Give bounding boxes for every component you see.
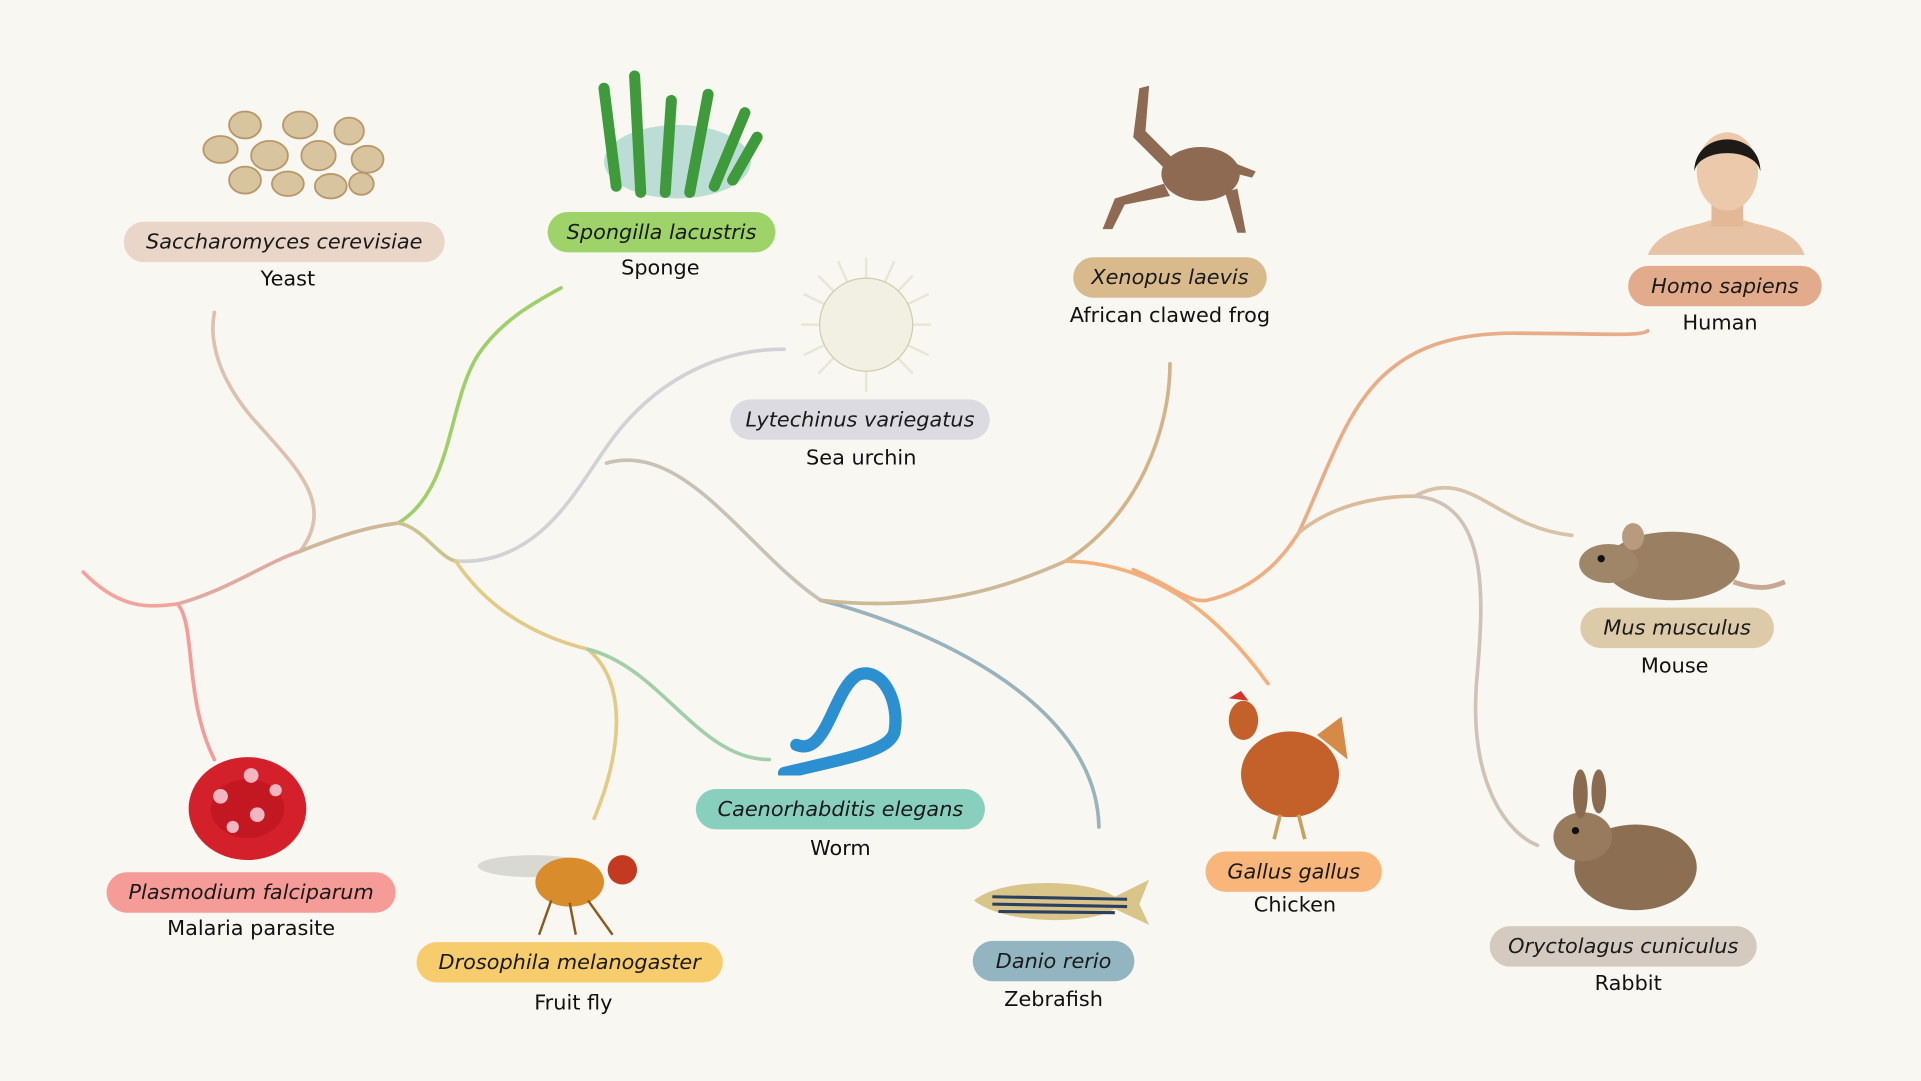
label-sea-urchin-scientific: Lytechinus variegatus: [730, 399, 990, 440]
branch-stem-2: [298, 521, 400, 554]
branch-stem-6: [1131, 531, 1301, 603]
branch-malaria: [175, 602, 217, 762]
label-rabbit-common: Rabbit: [1594, 971, 1662, 997]
label-human-common: Human: [1682, 311, 1758, 336]
label-mouse-scientific: Mus musculus: [1580, 607, 1774, 649]
label-frog-common: African clawed frog: [1069, 303, 1271, 329]
branch-stem-5: [818, 559, 1068, 606]
frog-image: [1102, 85, 1256, 233]
label-sponge-common: Sponge: [621, 256, 700, 281]
label-mouse-common: Mouse: [1640, 654, 1709, 679]
label-malaria-scientific: Plasmodium falciparum: [106, 872, 396, 913]
branch-rabbit: [1413, 494, 1540, 848]
malaria-cell-image: [188, 757, 307, 861]
fruit-fly-image: [477, 855, 638, 936]
label-yeast-common: Yeast: [260, 267, 316, 292]
branch-yeast: [211, 310, 316, 554]
label-fruit-fly-common: Fruit fly: [534, 991, 613, 1016]
sea-urchin-image: [801, 257, 932, 393]
branch-root: [81, 570, 180, 608]
worm-image: [777, 667, 902, 776]
label-human-scientific: Homo sapiens: [1628, 265, 1822, 307]
label-zebrafish-scientific: Danio rerio: [972, 940, 1135, 982]
branch-mouse: [1413, 485, 1574, 538]
label-worm-scientific: Caenorhabditis elegans: [695, 788, 985, 830]
branch-chicken: [1063, 559, 1270, 686]
label-fruit-fly-scientific: Drosophila melanogaster: [416, 942, 723, 983]
branch-worm: [586, 647, 772, 762]
label-worm-common: Worm: [810, 836, 871, 862]
branch-fly: [453, 559, 619, 821]
label-zebrafish-common: Zebrafish: [1004, 987, 1103, 1012]
branch-human: [1296, 328, 1650, 535]
rabbit-image: [1553, 769, 1697, 911]
branch-stem-4: [604, 458, 823, 603]
chicken-image: [1228, 690, 1348, 840]
label-sponge-scientific: Spongilla lacustris: [547, 211, 776, 253]
branch-urchin: [453, 347, 786, 563]
sponge-image: [598, 70, 763, 199]
label-chicken-scientific: Gallus gallus: [1205, 851, 1382, 892]
zebrafish-image: [973, 879, 1150, 925]
mouse-image: [1579, 523, 1786, 601]
label-yeast-scientific: Saccharomyces cerevisiae: [123, 221, 445, 263]
branch-zebrafish: [818, 598, 1101, 829]
label-rabbit-scientific: Oryctolagus cuniculus: [1489, 926, 1757, 967]
branch-stem-7: [1296, 494, 1417, 535]
label-frog-scientific: Xenopus laevis: [1073, 257, 1267, 298]
branch-stem-1: [175, 549, 302, 606]
human-image: [1647, 132, 1805, 255]
branch-frog: [1063, 362, 1172, 563]
branch-sponge: [396, 286, 563, 525]
label-chicken-common: Chicken: [1253, 893, 1337, 918]
yeast-image: [202, 110, 385, 200]
branch-stem-3: [396, 521, 458, 563]
label-malaria-common: Malaria parasite: [167, 916, 336, 941]
label-sea-urchin-common: Sea urchin: [806, 445, 917, 471]
